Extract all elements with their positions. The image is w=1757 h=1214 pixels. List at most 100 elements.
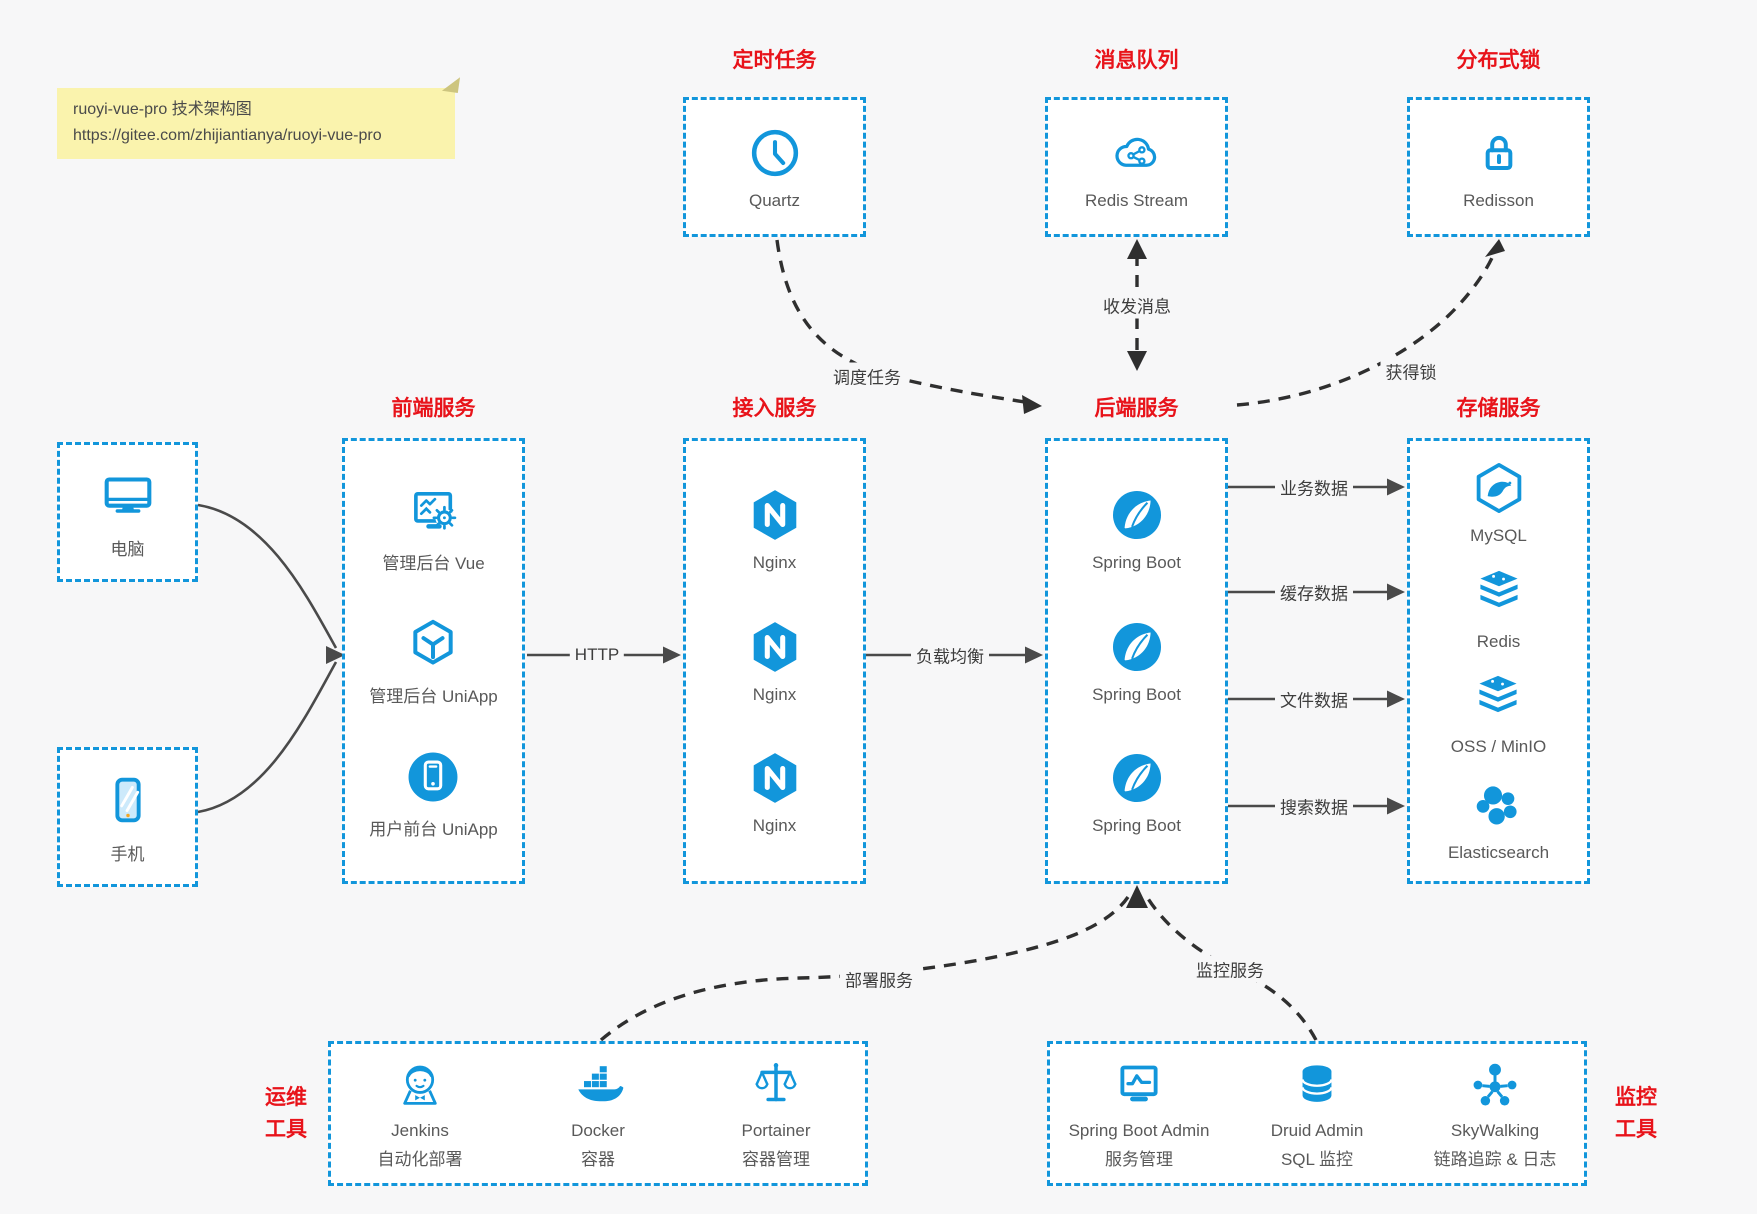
group-box-lock: Redisson [1407,97,1590,237]
node-docker-sublabel: 容器 [581,1150,615,1169]
node-oss-minio: OSS / MinIO [1451,670,1546,757]
desktop-icon [97,464,159,526]
spring-boot-admin-icon [1111,1057,1167,1113]
user-app-icon [407,750,460,804]
group-title-ops-line2: 工具 [265,1117,307,1141]
edge-label-file-data: 文件数据 [1275,685,1353,713]
node-admin-uniapp: 管理后台 UniApp [369,615,498,707]
node-druid-sublabel: SQL 监控 [1280,1150,1354,1169]
cloud-stream-icon [1115,137,1157,167]
group-title-storage: 存储服务 [1456,397,1541,420]
node-user-uniapp-label: 用户前台 UniApp [369,820,498,839]
group-title-ops: 运维 工具 [250,1082,322,1145]
edge-label-schedule-task: 调度任务 [828,362,906,390]
node-jenkins-sublabel: 自动化部署 [377,1150,463,1169]
arrowhead-acquire-lock [1485,239,1505,257]
arrowhead-cache-data [1387,583,1405,601]
group-box-frontend: 管理后台 Vue 管理后台 UniApp 用户前台 UniApp [342,438,525,884]
note-title: ruoyi-vue-pro 技术架构图 [73,101,252,118]
node-admin-uniapp-label: 管理后台 UniApp [369,687,498,706]
nginx-icon [746,486,804,544]
edge-label-send-receive-message: 收发消息 [1098,291,1176,319]
node-sba-label: Spring Boot Admin [1068,1121,1210,1140]
group-title-backend: 后端服务 [1094,397,1179,420]
note-url: https://gitee.com/zhijiantianya/ruoyi-vu… [73,127,382,145]
node-quartz-label: Quartz [748,190,801,210]
node-admin-vue-label: 管理后台 Vue [382,554,485,573]
edge-label-load-balance: 负载均衡 [911,641,989,669]
arrowhead-message-down [1127,351,1147,371]
admin-vue-icon [405,482,463,540]
arrowhead-message-up [1127,239,1147,259]
skywalking-icon [1472,1062,1518,1107]
edge-label-cache-data: 缓存数据 [1275,578,1353,606]
edge-label-acquire-lock: 获得锁 [1380,357,1442,385]
node-elasticsearch: Elasticsearch [1448,776,1549,863]
druid-icon [1301,1064,1333,1104]
node-quartz: Quartz [746,124,804,211]
node-phone-label: 手机 [110,845,145,864]
node-skywalking: SkyWalking 链路追踪 & 日志 [1406,1057,1584,1170]
edge-label-search-data: 搜索数据 [1275,792,1353,820]
node-redis-stream-label: Redis Stream [1085,190,1188,210]
node-portainer: Portainer 容器管理 [687,1057,865,1170]
group-box-monitoring: Spring Boot Admin 服务管理 Druid Admin SQL 监… [1047,1041,1587,1186]
group-box-scheduler: Quartz [683,97,866,237]
node-skywalking-sublabel: 链路追踪 & 日志 [1433,1150,1557,1169]
sticky-note: ruoyi-vue-pro 技术架构图 https://gitee.com/zh… [57,74,461,159]
node-spring-boot-2: Spring Boot [1092,618,1181,705]
note-fold-corner [441,74,461,94]
arrowhead-deploy-monitor [1126,885,1148,908]
node-admin-vue: 管理后台 Vue [382,482,485,574]
edge-deploy-service [599,896,1130,1042]
clock-icon [746,124,804,182]
node-oss-minio-label: OSS / MinIO [1450,737,1547,757]
node-mysql: MySQL [1470,459,1528,546]
node-redisson-label: Redisson [1463,190,1534,210]
arrowhead-http [663,646,681,664]
node-spring-boot-2-label: Spring Boot [1092,684,1181,704]
node-druid-admin: Druid Admin SQL 监控 [1228,1057,1406,1170]
group-box-mq: Redis Stream [1045,97,1228,237]
edge-acquire-lock [1236,250,1497,407]
group-title-monitoring-line1: 监控 [1615,1086,1657,1109]
group-title-frontend: 前端服务 [391,397,476,420]
uniapp-cube-icon [413,619,454,665]
lock-icon [1485,135,1512,170]
smartphone-icon [114,777,141,823]
elasticsearch-icon [1477,785,1518,825]
node-druid-label: Druid Admin [1270,1121,1364,1140]
portainer-icon [755,1061,797,1102]
node-jenkins: Jenkins 自动化部署 [331,1057,509,1170]
arrowhead-clients [326,646,345,664]
node-jenkins-label: Jenkins [391,1121,449,1140]
node-nginx-1-label: Nginx [752,552,797,572]
group-title-scheduler: 定时任务 [732,49,817,72]
edge-label-monitor-service: 监控服务 [1191,955,1269,983]
node-spring-boot-3-label: Spring Boot [1092,816,1181,836]
node-redis-stream: Redis Stream [1085,124,1188,211]
group-box-client-phone: 手机 [57,747,198,887]
node-spring-boot-admin: Spring Boot Admin 服务管理 [1050,1057,1228,1170]
group-title-lock: 分布式锁 [1456,49,1541,72]
edge-pc-to-frontend [197,503,338,649]
arrowhead-business-data [1387,478,1405,496]
arrowhead-schedule-task [1022,395,1042,414]
nginx-icon [746,749,804,807]
node-docker: Docker 容器 [509,1057,687,1170]
node-user-uniapp: 用户前台 UniApp [369,748,498,840]
mysql-icon [1476,463,1521,514]
node-portainer-label: Portainer [741,1121,811,1140]
group-title-mq: 消息队列 [1094,49,1179,72]
node-spring-boot-3: Spring Boot [1092,749,1181,836]
nginx-icon [746,618,804,676]
group-title-ops-line1: 运维 [265,1086,307,1109]
node-sba-sublabel: 服务管理 [1105,1150,1173,1169]
node-nginx-2: Nginx [746,618,804,705]
edge-label-business-data: 业务数据 [1275,473,1353,501]
edge-monitor-service [1145,896,1318,1041]
redis-stack-icon [1479,570,1518,607]
node-skywalking-label: SkyWalking [1450,1121,1540,1140]
node-redis: Redis [1470,565,1528,652]
spring-boot-icon [1111,489,1162,540]
